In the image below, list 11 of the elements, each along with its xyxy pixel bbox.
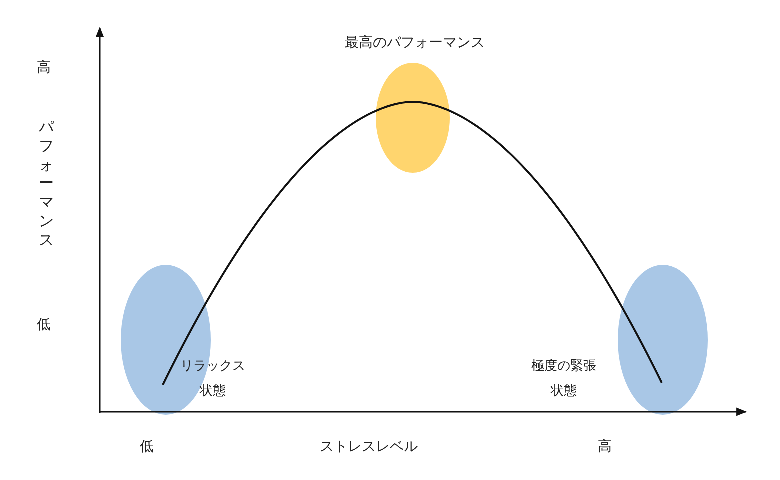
y-axis-title: パフォーマンス bbox=[39, 118, 54, 250]
annotation-text: 最高のパフォーマンス bbox=[344, 34, 486, 53]
ellipse-highlight bbox=[618, 265, 708, 415]
annotation-text: 極度の緊張状態 bbox=[531, 358, 597, 401]
x-axis-title: ストレスレベル bbox=[320, 438, 418, 457]
annotation-text: リラックス状態 bbox=[180, 358, 246, 401]
y-axis-label: 低 bbox=[37, 316, 51, 335]
y-axis-label: 高 bbox=[37, 59, 51, 78]
x-axis-label: 低 bbox=[140, 438, 154, 457]
ellipse-highlight bbox=[376, 63, 450, 173]
x-axis-label: 高 bbox=[598, 438, 612, 457]
